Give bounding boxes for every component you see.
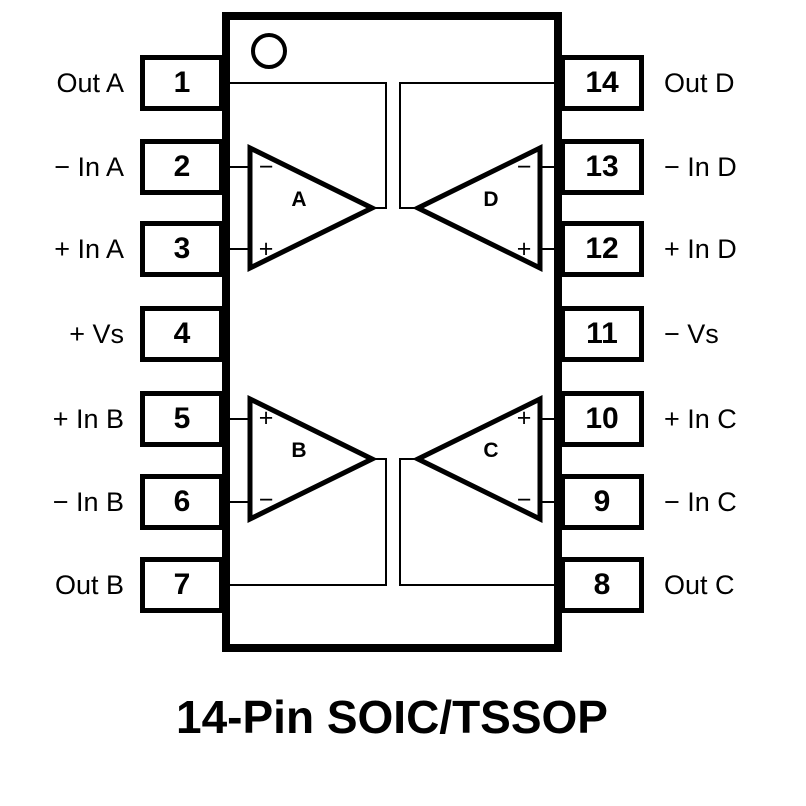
pin-12-label: + In D [664, 233, 737, 264]
net-out-c-vertical [399, 459, 401, 586]
net-out-b-stub [370, 458, 387, 460]
opamp-d: − + D [414, 144, 544, 272]
pin1-indicator-circle [251, 33, 287, 69]
pin-number: 8 [593, 568, 611, 601]
net-in-d-noninverting [536, 248, 556, 250]
net-in-c-noninverting [536, 418, 556, 420]
noninverting-input-sign: + [516, 234, 532, 263]
pin-number: 11 [586, 317, 618, 350]
opamp-a: − + A [246, 144, 376, 272]
pin-6-label: − In B [52, 486, 124, 517]
pin-4-label: + Vs [69, 318, 124, 349]
pin-2-label: − In A [54, 151, 124, 182]
pin-box-5: 5 [140, 391, 224, 447]
pin-number: 6 [173, 485, 191, 518]
net-out-b-vertical [385, 459, 387, 586]
net-in-a-inverting [228, 166, 256, 168]
pin-10-label: + In C [664, 403, 737, 434]
net-out-c-horizontal [399, 584, 556, 586]
pin-number: 2 [173, 150, 191, 183]
pin-box-2: 2 [140, 139, 224, 195]
net-out-b-horizontal [228, 584, 387, 586]
pin-14-label: Out D [664, 67, 735, 98]
pin-box-9: 9 [560, 474, 644, 530]
opamp-b-triangle [247, 395, 376, 523]
pin-number: 9 [593, 485, 611, 518]
net-out-a-stub [370, 207, 387, 209]
pin-number: 7 [173, 568, 191, 601]
pin-3-label: + In A [54, 233, 124, 264]
inverting-input-sign: − [516, 485, 532, 514]
pin-number: 13 [585, 150, 619, 183]
ic-package-outline [222, 12, 562, 652]
pin-box-7: 7 [140, 557, 224, 613]
opamp-c: + − C [414, 395, 544, 523]
net-in-a-noninverting [228, 248, 256, 250]
opamp-c-label: C [483, 439, 499, 462]
net-in-c-inverting [536, 501, 556, 503]
pin-7-label: Out B [54, 569, 124, 600]
opamp-a-label: A [291, 188, 307, 211]
package-title: 14-Pin SOIC/TSSOP [176, 691, 608, 743]
pin-13-label: − In D [664, 151, 737, 182]
pin-number: 3 [173, 232, 191, 265]
opamp-d-triangle [414, 144, 543, 272]
net-in-b-noninverting [228, 418, 256, 420]
pin-box-14: 14 [560, 55, 644, 111]
net-out-a-vertical [385, 82, 387, 209]
opamp-d-label: D [483, 188, 499, 211]
pin-number: 10 [585, 402, 619, 435]
pin-8-label: Out C [664, 569, 735, 600]
opamp-b-label: B [291, 439, 307, 462]
opamp-b: + − B [246, 395, 376, 523]
net-out-d-stub [399, 207, 418, 209]
pin-number: 14 [585, 66, 619, 99]
pin-9-label: − In C [664, 486, 737, 517]
noninverting-input-sign: + [258, 403, 274, 432]
pin-box-13: 13 [560, 139, 644, 195]
pin-5-label: + In B [52, 403, 124, 434]
pin-box-4: 4 [140, 306, 224, 362]
inverting-input-sign: − [258, 485, 274, 514]
inverting-input-sign: − [258, 152, 274, 181]
pin-box-8: 8 [560, 557, 644, 613]
pin-1-label: Out A [56, 67, 124, 98]
pin-11-label: − Vs [664, 318, 719, 349]
noninverting-input-sign: + [258, 234, 274, 263]
net-out-d-vertical [399, 82, 401, 209]
pin-box-3: 3 [140, 221, 224, 277]
opamp-c-triangle [414, 395, 543, 523]
net-in-d-inverting [536, 166, 556, 168]
opamp-a-triangle [247, 144, 376, 272]
pin-box-6: 6 [140, 474, 224, 530]
noninverting-input-sign: + [516, 403, 532, 432]
net-out-c-stub [399, 458, 418, 460]
pin-box-1: 1 [140, 55, 224, 111]
pin-number: 4 [173, 317, 191, 350]
net-out-a-horizontal [228, 82, 387, 84]
net-in-b-inverting [228, 501, 256, 503]
pin-number: 5 [173, 402, 191, 435]
pin-number: 1 [173, 66, 191, 99]
pin-box-10: 10 [560, 391, 644, 447]
pin-box-11: 11 [560, 306, 644, 362]
pin-box-12: 12 [560, 221, 644, 277]
pin-number: 12 [585, 232, 619, 265]
net-out-d-horizontal [399, 82, 556, 84]
inverting-input-sign: − [516, 152, 532, 181]
